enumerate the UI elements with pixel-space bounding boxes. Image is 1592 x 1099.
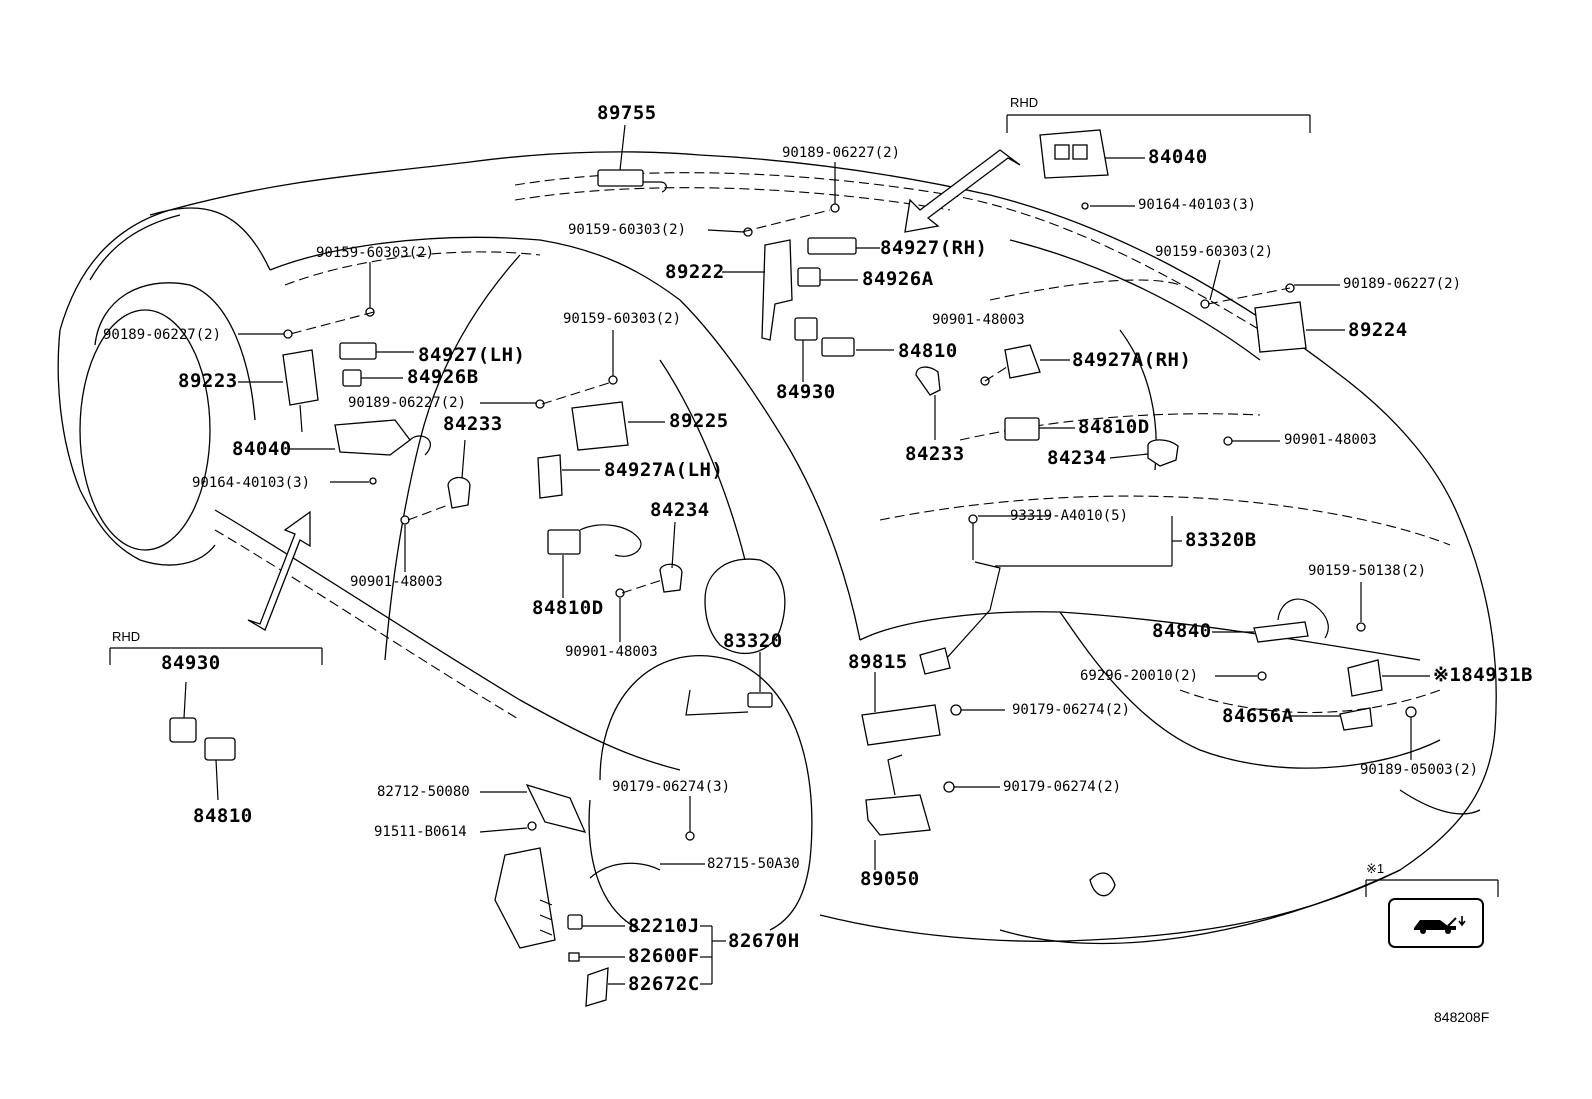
- label-84810-left: 84810: [193, 805, 253, 827]
- label-90179-06274-c: 90179-06274(3): [612, 779, 731, 795]
- label-90159-60303-center: 90159-60303(2): [563, 311, 682, 327]
- label-84234-right: 84234: [1047, 447, 1107, 469]
- label-90164-40103-left: 90164-40103(3): [192, 475, 311, 491]
- label-84927-rh: 84927(RH): [880, 237, 988, 259]
- parts: [169, 129, 1383, 1007]
- label-89225: 89225: [669, 410, 729, 432]
- label-82672c: 82672C: [628, 973, 700, 995]
- label-84930-left: 84930: [161, 652, 221, 674]
- label-90189-05003: 90189-05003(2): [1360, 762, 1479, 778]
- label-82210j: 82210J: [628, 915, 700, 937]
- diagram-code: 848208F: [1434, 1009, 1490, 1025]
- note-icon-box: [1388, 898, 1484, 948]
- label-84040-rhd: 84040: [1148, 146, 1208, 168]
- label-89755: 89755: [597, 102, 657, 124]
- label-84927a-lh: 84927A(LH): [604, 459, 724, 481]
- label-90179-06274-b: 90179-06274(2): [1003, 779, 1122, 795]
- rhd-tag-left: RHD: [112, 629, 141, 644]
- label-82600f: 82600F: [628, 945, 700, 967]
- label-84040-left: 84040: [232, 438, 292, 460]
- label-89050: 89050: [860, 868, 920, 890]
- label-84810d-center: 84810D: [532, 597, 604, 619]
- label-90901-48003-mid: 90901-48003: [932, 312, 1025, 328]
- label-84234-center: 84234: [650, 499, 710, 521]
- label-84840: 84840: [1152, 620, 1212, 642]
- label-84233-mid: 84233: [905, 443, 965, 465]
- label-84931b: ※184931B: [1433, 664, 1533, 686]
- label-84927-lh: 84927(LH): [418, 344, 526, 366]
- label-90189-06227-top: 90189-06227(2): [782, 145, 901, 161]
- label-83320: 83320: [723, 630, 783, 652]
- direction-arrows: [247, 149, 1021, 631]
- label-84926b: 84926B: [407, 366, 479, 388]
- label-82670h: 82670H: [728, 930, 800, 952]
- label-90189-06227-left: 90189-06227(2): [103, 327, 222, 343]
- label-90189-06227-left2: 90189-06227(2): [348, 395, 467, 411]
- label-90901-48003-center: 90901-48003: [565, 644, 658, 660]
- label-83320b: 83320B: [1185, 529, 1257, 551]
- label-89224: 89224: [1348, 319, 1408, 341]
- label-89222: 89222: [665, 261, 725, 283]
- label-90189-06227-right: 90189-06227(2): [1343, 276, 1462, 292]
- label-89815: 89815: [848, 651, 908, 673]
- rhd-tag-top: RHD: [1010, 95, 1039, 110]
- label-93319-a4010: 93319-A4010(5): [1010, 508, 1129, 524]
- label-84810-mid: 84810: [898, 340, 958, 362]
- label-91511-b0614: 91511-B0614: [374, 824, 467, 840]
- leader-lines: [109, 114, 1499, 985]
- label-90164-40103-rhd: 90164-40103(3): [1138, 197, 1257, 213]
- label-82712-50080: 82712-50080: [377, 784, 470, 800]
- label-90179-06274-a: 90179-06274(2): [1012, 702, 1131, 718]
- label-84233-left: 84233: [443, 413, 503, 435]
- car-trunk-open-icon: [1414, 916, 1466, 934]
- label-84930-mid: 84930: [776, 381, 836, 403]
- label-69296-20010: 69296-20010(2): [1080, 668, 1199, 684]
- label-89223: 89223: [178, 370, 238, 392]
- label-90159-60303-top: 90159-60303(2): [568, 222, 687, 238]
- label-82715-50a30: 82715-50A30: [707, 856, 800, 872]
- label-90159-50138: 90159-50138(2): [1308, 563, 1427, 579]
- label-84927a-rh: 84927A(RH): [1072, 349, 1192, 371]
- label-84926a: 84926A: [862, 268, 934, 290]
- label-90901-48003-right: 90901-48003: [1284, 432, 1377, 448]
- label-90901-48003-left: 90901-48003: [350, 574, 443, 590]
- label-84810d-right: 84810D: [1078, 416, 1150, 438]
- label-90159-60303-right: 90159-60303(2): [1155, 244, 1274, 260]
- label-84656a: 84656A: [1222, 705, 1294, 727]
- note-tag: ※1: [1366, 861, 1385, 876]
- fasteners: [283, 202, 1417, 841]
- label-90159-60303-left: 90159-60303(2): [316, 245, 435, 261]
